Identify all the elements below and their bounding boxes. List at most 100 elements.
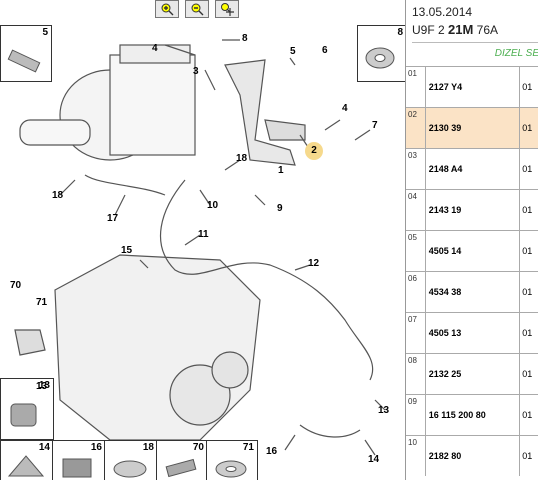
model-prefix: U9F 2 (412, 23, 449, 37)
part-quantity: 01 (522, 82, 533, 92)
callout-14[interactable]: 14 (368, 454, 380, 465)
callout-13[interactable]: 13 (378, 405, 390, 416)
zoom-out-icon (191, 3, 204, 16)
callout-1[interactable]: 1 (278, 165, 284, 176)
callout-10[interactable]: 10 (207, 200, 219, 211)
callout-17[interactable]: 17 (107, 213, 119, 224)
model-code: U9F 2 21M 76A (412, 22, 498, 37)
thumbnail-number: 14 (38, 442, 50, 453)
part-reference[interactable]: 2148 A4 (426, 149, 521, 189)
part-quantity: 01 (522, 246, 533, 256)
washer-icon (215, 460, 247, 478)
part-quantity: 01 (522, 164, 533, 174)
callout-3[interactable]: 3 (193, 66, 199, 77)
thumbnail-number: 5 (42, 27, 48, 38)
thumbnail-number: 70 (192, 442, 204, 453)
callout-4b[interactable]: 4 (342, 103, 348, 114)
thumbnail-71[interactable]: 71 (206, 440, 258, 480)
clip-icon (7, 455, 45, 477)
thumbnail-18[interactable]: 18 (104, 440, 158, 480)
part-quantity: 01 (522, 410, 533, 420)
thumbnail-number: 13 (38, 380, 50, 391)
callout-16[interactable]: 16 (266, 446, 278, 457)
callout-71[interactable]: 71 (36, 297, 48, 308)
thumbnail-8[interactable]: 8 (357, 25, 405, 82)
zoom-out-button[interactable] (185, 0, 209, 18)
callout-11[interactable]: 11 (198, 229, 209, 240)
callout-4[interactable]: 4 (152, 43, 158, 54)
part-reference[interactable]: 4505 13 (426, 313, 521, 353)
row-index: 10 (406, 436, 426, 476)
part-reference[interactable]: 4505 14 (426, 231, 521, 271)
thumbnail-number: 18 (142, 442, 154, 453)
part-reference[interactable]: 16 115 200 80 (426, 395, 521, 435)
bolt-icon (7, 49, 41, 73)
part-reference[interactable]: 2182 80 (426, 436, 521, 476)
parts-diagram[interactable]: 5 8 13 14 16 18 70 71 8 4 5 6 3 4 7 2 18… (0, 0, 405, 480)
callout-8[interactable]: 8 (242, 33, 248, 44)
clamp-icon (62, 458, 92, 478)
model-bold: 21M (448, 22, 474, 37)
row-index: 09 (406, 395, 426, 435)
row-index: 07 (406, 313, 426, 353)
row-index: 03 (406, 149, 426, 189)
thumbnail-number: 16 (90, 442, 102, 453)
callout-15[interactable]: 15 (121, 245, 133, 256)
callout-6[interactable]: 6 (322, 45, 328, 56)
part-quantity: 01 (522, 287, 533, 297)
callout-13b[interactable]: 13 (36, 381, 48, 392)
callout-9[interactable]: 9 (277, 203, 283, 214)
thumbnail-number: 8 (397, 27, 403, 38)
part-reference[interactable]: 2130 39 (426, 108, 521, 148)
thumbnail-13[interactable]: 13 (0, 378, 54, 440)
screw-icon (165, 458, 197, 478)
callout-18b[interactable]: 18 (52, 190, 64, 201)
row-index: 01 (406, 67, 426, 107)
part-quantity: 01 (522, 123, 533, 133)
row-index: 08 (406, 354, 426, 394)
washer-icon (365, 47, 395, 69)
zoom-pan-button[interactable] (215, 0, 239, 18)
part-quantity: 01 (522, 369, 533, 379)
engine-label: DIZEL SE (412, 42, 538, 65)
model-suffix: 76A (473, 23, 498, 37)
date-label: 13.05.2014 (412, 5, 473, 19)
zoom-toolbar (155, 0, 255, 18)
part-reference[interactable]: 2143 19 (426, 190, 521, 230)
zoom-pan-icon (221, 3, 234, 16)
thumbnail-16[interactable]: 16 (52, 440, 106, 480)
part-reference[interactable]: 2132 25 (426, 354, 521, 394)
callout-12[interactable]: 12 (308, 258, 320, 269)
part-quantity: 01 (522, 205, 533, 215)
callout-18[interactable]: 18 (236, 153, 248, 164)
part-reference[interactable]: 4534 38 (426, 272, 521, 312)
zoom-in-button[interactable] (155, 0, 179, 18)
callout-7[interactable]: 7 (372, 120, 378, 131)
part-quantity: 01 (522, 451, 533, 461)
callout-5[interactable]: 5 (290, 46, 296, 57)
row-index: 04 (406, 190, 426, 230)
row-index: 05 (406, 231, 426, 271)
thumbnail-number: 71 (242, 442, 254, 453)
part-reference[interactable]: 2127 Y4 (426, 67, 521, 107)
callout-70[interactable]: 70 (10, 280, 22, 291)
thumbnail-5[interactable]: 5 (0, 25, 52, 82)
callout-2-selected[interactable]: 2 (305, 142, 323, 160)
part-quantity: 01 (522, 328, 533, 338)
zoom-in-icon (161, 3, 174, 16)
diagram-drawing (14, 39, 386, 456)
thumbnail-14[interactable]: 14 (0, 440, 54, 480)
clip-icon (10, 403, 37, 427)
thumbnail-70[interactable]: 70 (156, 440, 208, 480)
